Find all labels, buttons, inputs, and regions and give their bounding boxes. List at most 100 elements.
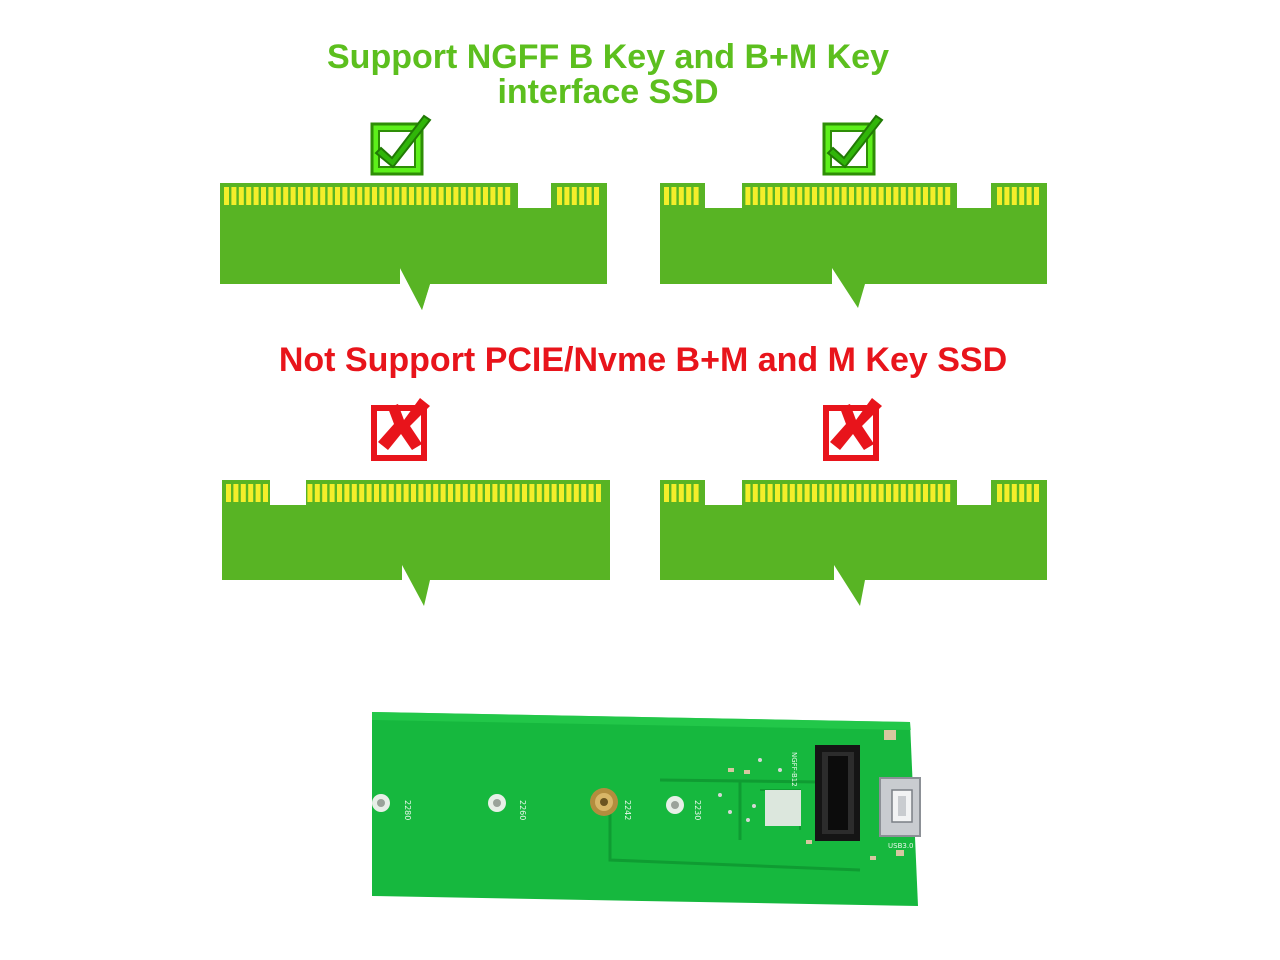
gold-pin	[497, 187, 503, 205]
gold-pin	[849, 484, 854, 502]
gold-pin	[804, 484, 810, 502]
gold-pin	[226, 484, 231, 502]
gold-pin	[863, 484, 869, 502]
gold-pin	[1011, 484, 1017, 502]
gold-pin	[401, 187, 407, 205]
gold-pin	[1004, 484, 1010, 502]
gold-pin	[557, 187, 562, 205]
gold-pin	[438, 187, 444, 205]
gold-pin	[263, 484, 268, 502]
gold-pin	[915, 187, 921, 205]
gold-pin	[492, 484, 498, 502]
gold-pin	[483, 187, 488, 205]
gold-pin	[812, 484, 817, 502]
key-notch	[705, 479, 742, 505]
gold-pin	[1034, 187, 1039, 205]
gold-pin	[937, 484, 943, 502]
gold-pin	[381, 484, 387, 502]
mount-hole-2230	[666, 796, 684, 814]
gold-pin	[514, 484, 520, 502]
gold-pin	[893, 187, 899, 205]
gold-pin	[775, 187, 780, 205]
bm-key-connector-unsupported	[660, 479, 1047, 606]
gold-pin	[686, 484, 692, 502]
gold-pin	[290, 187, 296, 205]
gold-pin	[678, 187, 684, 205]
gold-pin	[1034, 484, 1039, 502]
gold-pin	[908, 187, 914, 205]
board-label-usb: USB3.0	[888, 842, 914, 850]
supported-headline-line-2: interface SSD	[497, 73, 719, 111]
key-notch	[270, 479, 306, 505]
brass-standoff	[590, 788, 618, 816]
gold-pin	[767, 484, 773, 502]
gold-pin	[268, 187, 274, 205]
key-notch	[957, 182, 991, 208]
gold-pin	[900, 187, 906, 205]
gold-pin	[826, 484, 832, 502]
gold-pin	[394, 187, 400, 205]
gold-pin	[453, 187, 459, 205]
gold-pin	[253, 187, 259, 205]
gold-pin	[664, 187, 669, 205]
gold-pin	[693, 484, 699, 502]
bm-key-connector-supported	[660, 182, 1047, 308]
gold-pin	[544, 484, 550, 502]
gold-pin	[678, 484, 684, 502]
gold-pin	[930, 484, 936, 502]
gold-pin	[507, 484, 513, 502]
gold-pin	[930, 187, 936, 205]
gold-pin	[871, 484, 877, 502]
cross-icon	[374, 398, 430, 458]
gold-pin	[460, 187, 466, 205]
gold-pin	[1019, 187, 1025, 205]
gold-pin	[522, 484, 527, 502]
gold-pin	[359, 484, 365, 502]
gold-pin	[261, 187, 266, 205]
gold-pin	[878, 187, 884, 205]
gold-pin	[446, 187, 451, 205]
gold-pin	[505, 187, 511, 205]
gold-pin	[937, 187, 943, 205]
gold-pin	[499, 484, 505, 502]
gold-pin	[388, 484, 394, 502]
gold-pin	[841, 484, 847, 502]
gold-pin	[551, 484, 557, 502]
gold-pin	[760, 187, 766, 205]
gold-pin	[372, 187, 377, 205]
gold-pin	[374, 484, 379, 502]
gold-pin	[886, 187, 891, 205]
gold-pin	[579, 187, 585, 205]
gold-pin	[231, 187, 237, 205]
gold-pin	[819, 187, 825, 205]
gold-pin	[455, 484, 461, 502]
gold-pin	[409, 187, 414, 205]
gold-pin	[789, 484, 795, 502]
gold-pin	[594, 187, 599, 205]
gold-pin	[386, 187, 392, 205]
gold-pin	[240, 484, 246, 502]
gold-pin	[1026, 187, 1032, 205]
gold-pin	[403, 484, 409, 502]
gold-pin	[327, 187, 333, 205]
gold-pin	[329, 484, 335, 502]
gold-pin	[305, 187, 311, 205]
gold-pin	[283, 187, 289, 205]
mount-hole-2280	[372, 794, 390, 812]
gold-pin	[1019, 484, 1025, 502]
gold-pin	[573, 484, 579, 502]
adapter-board-image: 2280 2260 2242 2230 NGFF-B12 USB3.0	[372, 712, 921, 906]
gold-pin	[834, 187, 840, 205]
gold-pin	[448, 484, 453, 502]
gold-pin	[536, 484, 542, 502]
mount-hole-2260	[488, 794, 506, 812]
gold-pin	[379, 187, 385, 205]
check-icon	[822, 114, 884, 176]
gold-pin	[477, 484, 483, 502]
gold-pin	[1004, 187, 1010, 205]
gold-pin	[819, 484, 825, 502]
key-notch	[705, 182, 742, 208]
gold-pin	[745, 484, 751, 502]
gold-pin	[923, 187, 928, 205]
gold-pin	[745, 187, 751, 205]
